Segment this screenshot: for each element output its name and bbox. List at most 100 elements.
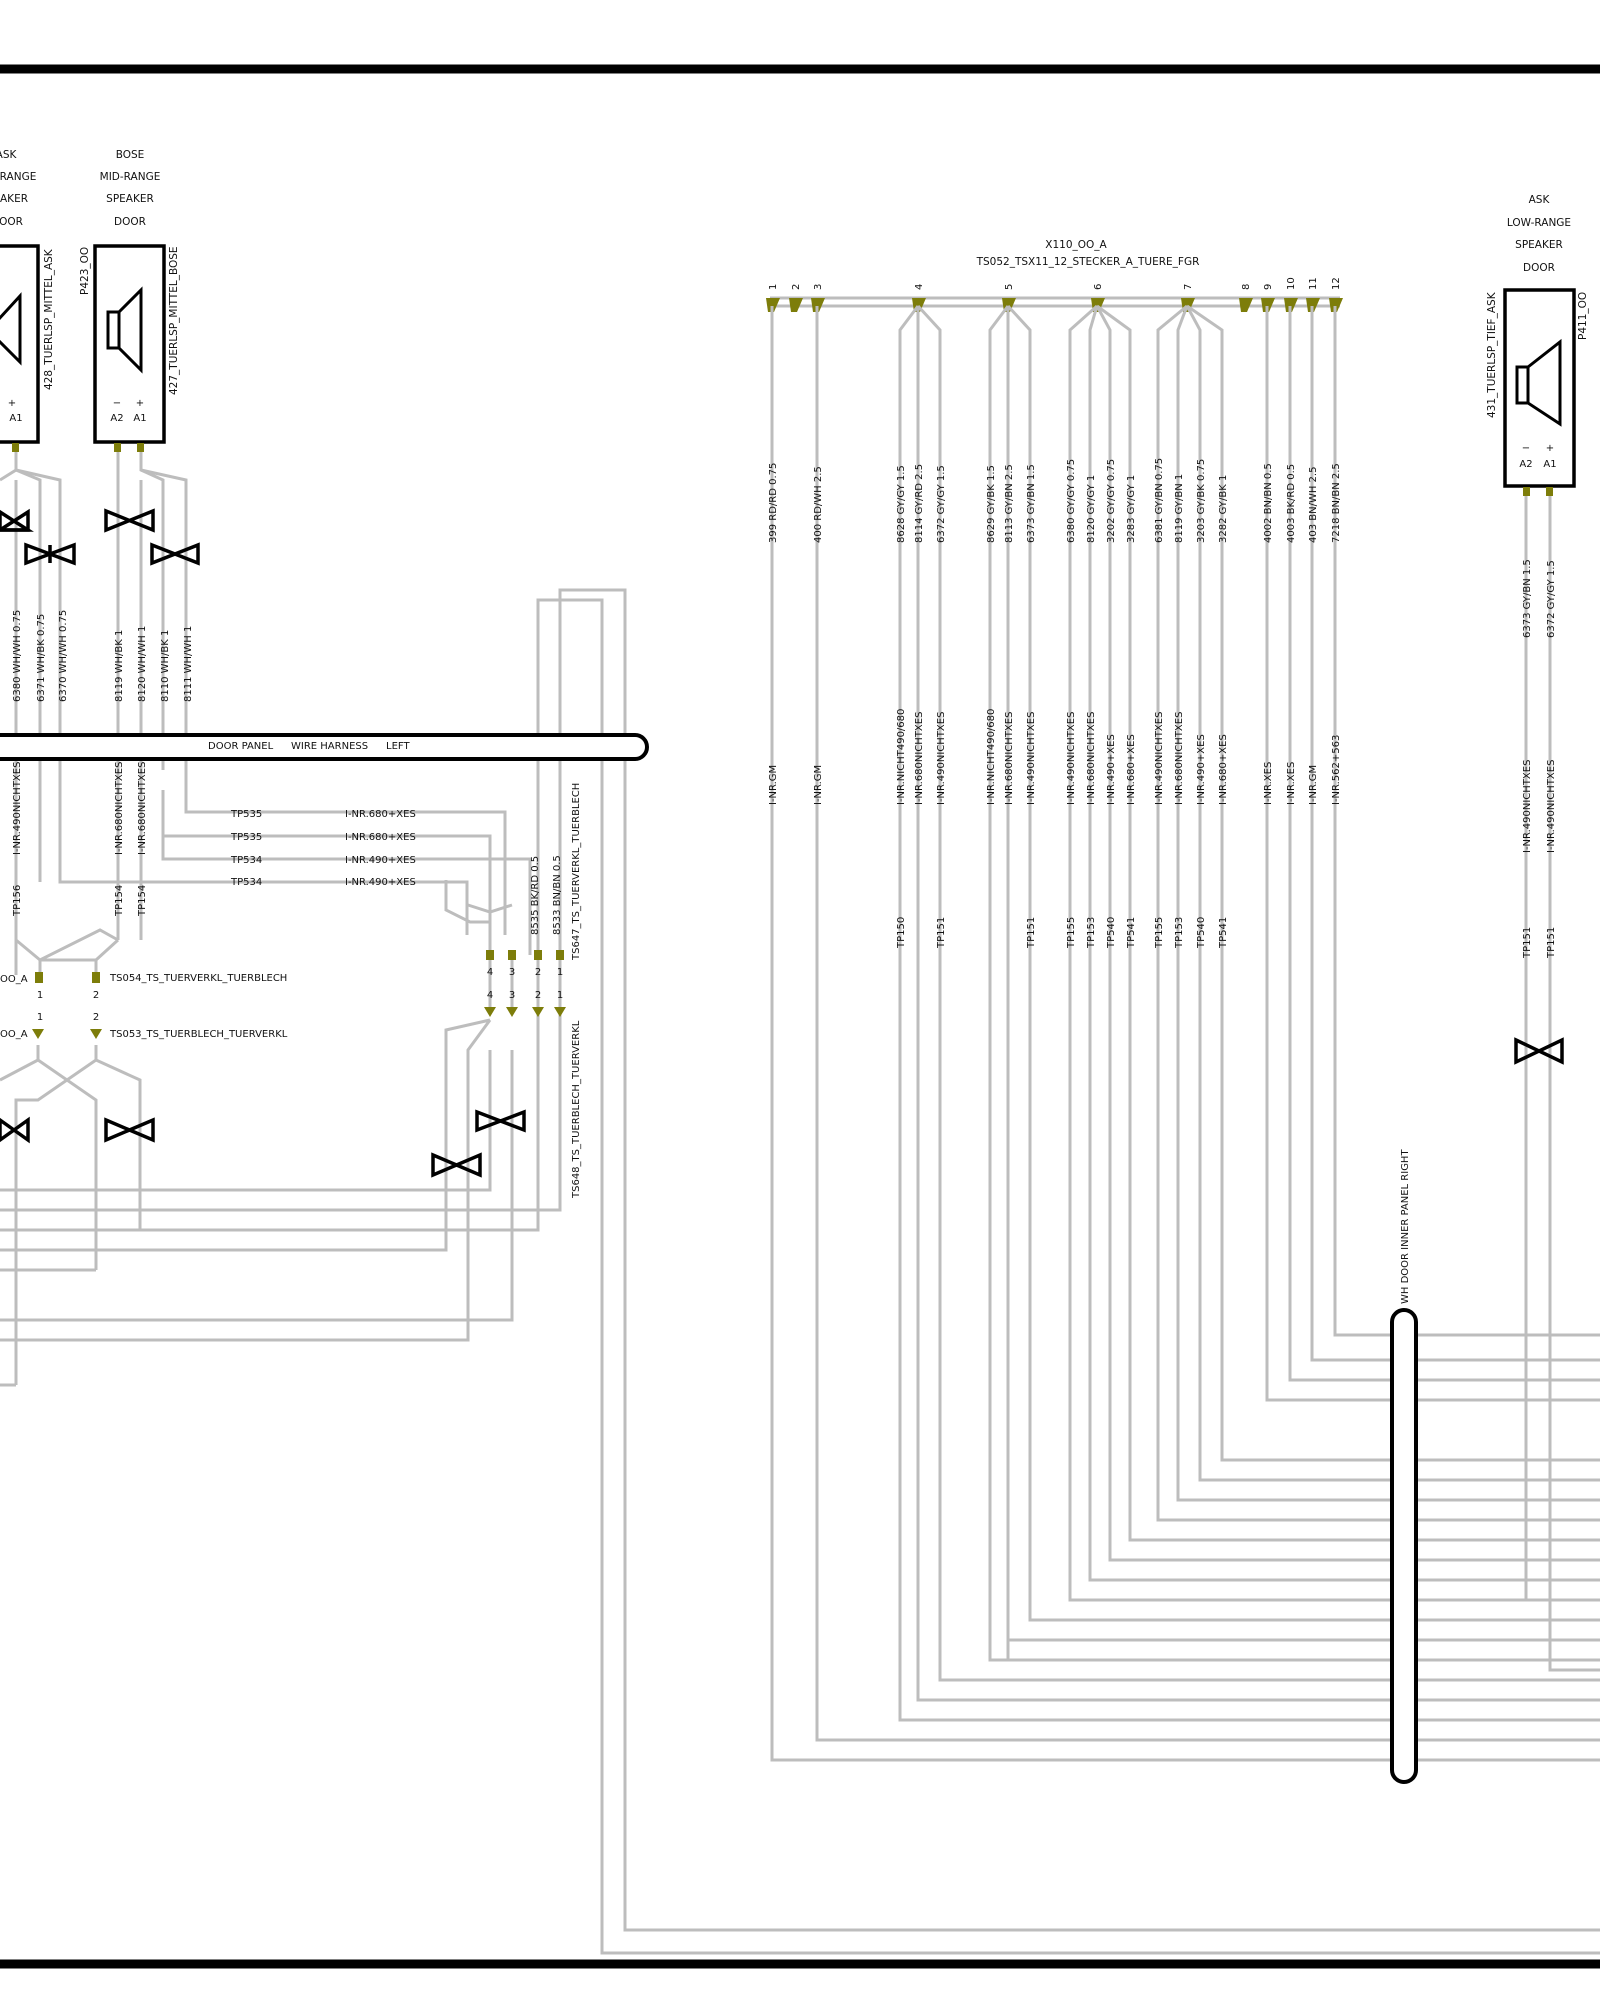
main-wire-nr-label: I-NR.XES (1286, 762, 1297, 805)
main-wire-run (815, 306, 1600, 1742)
svg-text:DOOR: DOOR (114, 216, 146, 228)
svg-text:2: 2 (535, 990, 541, 1001)
bose-speaker-box (93, 244, 166, 444)
main-wire-run (1128, 330, 1600, 1542)
ts647-name: TS647_TS_TUERVERKL_TUERBLECH (571, 783, 582, 961)
speaker-icon (106, 286, 143, 374)
main-wire-nr-label: I-NR.562+563 (1331, 735, 1342, 805)
left-speaker-component-id: 428_TUERLSP_MITTEL_ASK (43, 248, 55, 390)
main-wire-nr-label: I-NR.490NICHTXES (1066, 712, 1077, 805)
main-wire-tp-label: TP150 (896, 917, 907, 949)
svg-text:OO_A: OO_A (0, 974, 28, 985)
ask-speaker-title: ASK LOW-RANGE SPEAKER DOOR (1507, 194, 1571, 274)
svg-text:SPEAKER: SPEAKER (1515, 239, 1563, 251)
main-wire-nr-label: I-NR.NICHT490/680 (896, 709, 907, 805)
speaker-icon (1515, 338, 1562, 427)
main-wire-run (1156, 330, 1600, 1522)
ts647-wire-1: 8535 BK/RD 0.5 (530, 856, 541, 935)
main-wire-label: 3202 GY/GY 0.75 (1106, 459, 1117, 543)
main-wire-nr-label: I-NR.680NICHTXES (1004, 712, 1015, 805)
connector-pin-number: 12 (1331, 277, 1342, 290)
main-wire-label: 403 BN/WH 2.5 (1308, 467, 1319, 543)
main-wire-run (916, 330, 1600, 1702)
door-inner-right-harness (1390, 1308, 1418, 1784)
twist-marker (0, 508, 34, 532)
twist-marker (104, 1117, 155, 1143)
svg-text:ASK: ASK (1529, 194, 1551, 206)
bose-pin-a2: A2 (110, 413, 123, 424)
connector-pin (1284, 298, 1298, 312)
main-wire-nr-label: I-NR.680+XES (1126, 734, 1137, 805)
main-wire-label: 4003 BK/RD 0.5 (1286, 464, 1297, 543)
main-wire-label: 8114 GY/RD 2.5 (914, 464, 925, 543)
bose-pin-a1: A1 (133, 413, 146, 424)
svg-text:I-NR.490+XES: I-NR.490+XES (345, 855, 416, 866)
bose-pin-sign-minus: − (113, 398, 121, 409)
connector-main-description: TS052_TSX11_12_STECKER_A_TUERE_FGR (976, 256, 1200, 268)
main-wire-nr-label: I-NR.680+XES (1218, 734, 1229, 805)
connector-pin-number: 10 (1286, 277, 1297, 290)
main-wire-nr-label: I-NR.680NICHTXES (1086, 712, 1097, 805)
main-wire-label: 4002 BN/BN 0.5 (1263, 463, 1274, 543)
main-wire-tp-label: TP541 (1126, 917, 1137, 949)
main-wire-run (1310, 306, 1600, 1362)
connector-pin-number: 1 (768, 284, 779, 290)
svg-text:4: 4 (487, 967, 493, 978)
main-wire-run (1176, 330, 1600, 1502)
main-wire-label: 6372 GY/GY 1.5 (936, 465, 947, 543)
svg-text:I-NR.680+XES: I-NR.680+XES (345, 809, 416, 820)
main-wire-nr-label: I-NR.490NICHTXES (936, 712, 947, 805)
twist-marker (0, 1116, 30, 1144)
main-wire-nr-label: I-NR.XES (1263, 762, 1274, 805)
twist-marker (104, 508, 155, 533)
main-wire-label: 8119 GY/BN 1 (1174, 474, 1185, 543)
main-wire-label: 8120 GY/GY 1 (1086, 475, 1097, 543)
ts053-connector: 1 2 OO_A TS053_TS_TUERBLECH_TUERVERKL (0, 1012, 288, 1040)
svg-text:I-NR.680+XES: I-NR.680+XES (345, 832, 416, 843)
svg-text:I-NR.680NICHTXES: I-NR.680NICHTXES (137, 762, 148, 855)
main-wire-nr-label: I-NR.GM (813, 765, 824, 805)
main-wire-run (770, 306, 1600, 1762)
ask-pin-a2: A2 (1519, 459, 1532, 470)
main-wire-tp-label: TP155 (1066, 917, 1077, 949)
main-wire-nr-label: I-NR.GM (1308, 765, 1319, 805)
svg-text:I-NR.490NICHTXES: I-NR.490NICHTXES (1546, 760, 1557, 853)
ask-speaker-ref-id: P411_OO (1577, 292, 1589, 340)
svg-text:OOR: OOR (0, 216, 23, 228)
svg-text:8120 WH/WH 1: 8120 WH/WH 1 (137, 626, 148, 702)
twist-marker (431, 1152, 482, 1178)
svg-text:TP154: TP154 (114, 885, 125, 917)
svg-text:3: 3 (509, 967, 515, 978)
connector-pin-number: 3 (813, 284, 824, 290)
connector-pin-number: 2 (791, 284, 802, 290)
main-wire-nr-label: I-NR.490NICHTXES (1026, 712, 1037, 805)
svg-text:SPEAKER: SPEAKER (106, 193, 154, 205)
main-wire-tp-label: TP540 (1196, 917, 1207, 949)
main-wire-nr-label: I-NR.680NICHTXES (914, 712, 925, 805)
svg-text:6370 WH/WH 0.75: 6370 WH/WH 0.75 (58, 610, 69, 702)
main-wire-run (1088, 330, 1600, 1582)
main-wire-label: 6373 GY/BN 1.5 (1026, 464, 1037, 543)
connector-pin-number: 4 (914, 284, 925, 290)
svg-text:ASK: ASK (0, 149, 17, 161)
main-wire-run (938, 330, 1600, 1682)
ts054-connector: OO_A 1 2 TS054_TS_TUERVERKL_TUERBLECH (0, 972, 287, 1001)
door-panel-harness (0, 733, 649, 761)
svg-text:DOOR: DOOR (1523, 262, 1555, 274)
speaker-icon (0, 292, 22, 366)
main-wire-run (1265, 306, 1600, 1402)
connector-pin-number: 7 (1183, 284, 1194, 290)
connector-pin-number: 8 (1241, 284, 1252, 290)
left-tp-labels: TP156 TP154 TP154 (12, 885, 148, 917)
connector-pin-number: 9 (1263, 284, 1274, 290)
svg-text:6380 WH/WH 0.75: 6380 WH/WH 0.75 (12, 610, 23, 702)
main-wire-label: 6381 GY/BN 0.75 (1154, 458, 1165, 543)
svg-text:1: 1 (37, 1012, 43, 1023)
bose-speaker-title: BOSE MID-RANGE SPEAKER DOOR (100, 149, 161, 228)
ask-speaker-component-id: 431_TUERLSP_TIEF_ASK (1486, 291, 1498, 418)
main-wire-tp-label: TP151 (1026, 917, 1037, 949)
main-wire-run (1220, 330, 1600, 1462)
svg-text:LOW-RANGE: LOW-RANGE (1507, 217, 1571, 229)
main-wire-nr-label: I-NR.490NICHTXES (1154, 712, 1165, 805)
